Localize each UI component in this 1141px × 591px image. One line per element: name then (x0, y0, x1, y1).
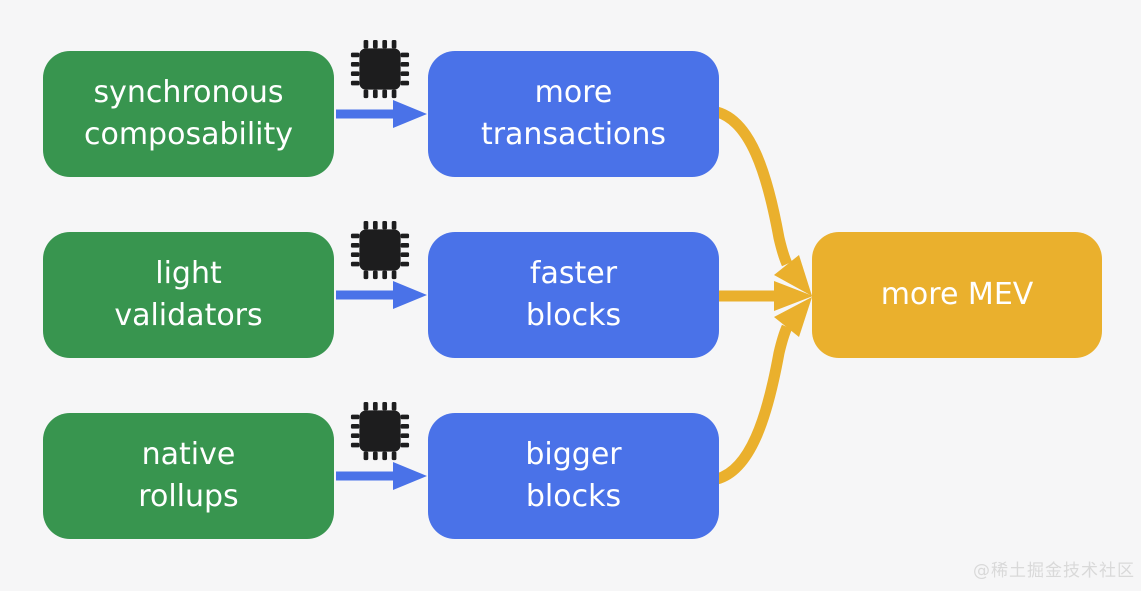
node-label-line: synchronous (93, 75, 284, 110)
cpu-chip-icon (350, 401, 410, 461)
node-label-line: rollups (138, 479, 239, 514)
node-label-line: light (155, 256, 222, 291)
cpu-chip-icon (350, 39, 410, 99)
watermark: @稀土掘金技术社区 (973, 561, 1135, 581)
node-bigger-blocks: bigger blocks (428, 413, 719, 539)
node-more-transactions: more transactions (428, 51, 719, 177)
node-label-line: more (534, 75, 613, 110)
node-label-line: validators (114, 298, 263, 333)
node-light-validators: light validators (43, 232, 334, 358)
blue-arrow (336, 100, 427, 128)
node-faster-blocks: faster blocks (428, 232, 719, 358)
node-label-line: blocks (525, 298, 622, 333)
gold-connector-bottom (715, 297, 812, 485)
node-label-line: composability (83, 117, 294, 152)
cpu-chip-icon (350, 220, 410, 280)
node-label-line: more MEV (880, 277, 1034, 312)
node-label-line: blocks (525, 479, 622, 514)
gold-connector-top (715, 106, 812, 296)
node-label-line: bigger (525, 437, 622, 472)
node-label-line: faster (529, 256, 618, 291)
node-label-line: native (141, 437, 236, 472)
node-synchronous-composability: synchronous composability (43, 51, 334, 177)
node-more-mev: more MEV (812, 232, 1102, 358)
blue-arrow (336, 462, 427, 490)
node-native-rollups: native rollups (43, 413, 334, 539)
gold-connector-middle (717, 281, 813, 311)
node-label-line: transactions (480, 117, 667, 152)
blue-arrow (336, 281, 427, 309)
